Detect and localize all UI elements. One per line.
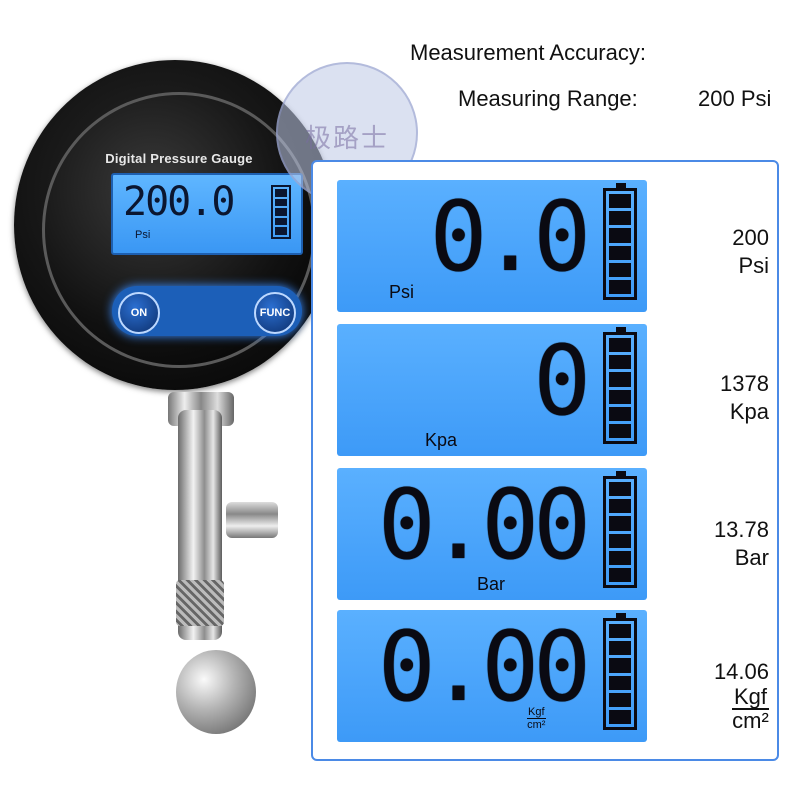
battery-icon [271, 185, 291, 239]
measuring-range-value: 200 Psi [698, 86, 772, 111]
battery-icon [603, 613, 637, 730]
lcd-kgf-unit: Kgf cm² [527, 706, 546, 731]
gauge-face-lcd: 200.0 Psi [111, 173, 303, 255]
gauge-on-button[interactable]: ON [118, 292, 160, 334]
max-kpa-unit: Kpa [729, 399, 769, 424]
unit-comparison-panel: 0.0 Psi 200 Psi 0 Kpa 1378 Kpa 0.00 Bar … [311, 160, 779, 761]
lcd-kpa-reading: 0 [533, 325, 591, 437]
bleed-valve [226, 502, 278, 538]
lcd-kgf-reading: 0.00 [377, 611, 591, 723]
lcd-bar-unit: Bar [477, 574, 506, 594]
lcd-kpa-unit: Kpa [425, 430, 458, 450]
max-kgf-unit-denominator: cm² [732, 708, 769, 733]
battery-icon [603, 327, 637, 444]
max-psi: 200 Psi [732, 224, 769, 280]
battery-icon [603, 183, 637, 300]
max-bar-value: 13.78 [713, 517, 769, 542]
watermark-text: 极路士 [304, 123, 389, 153]
max-psi-value: 200 [732, 225, 769, 250]
lcd-psi-reading: 0.0 [429, 181, 591, 293]
lcd-bar: 0.00 Bar [337, 468, 647, 600]
max-kgf-value: 14.06 [713, 659, 769, 684]
lcd-kgf-unit-numerator: Kgf [527, 706, 546, 719]
max-kgf: 14.06 Kgf cm² [714, 658, 769, 735]
gauge-func-button[interactable]: FUNC [254, 292, 296, 334]
air-chuck [176, 650, 256, 734]
max-bar: 13.78 Bar [714, 516, 769, 572]
measuring-range-label: Measuring Range: [458, 86, 638, 111]
lcd-kgf: 0.00 Kgf cm² [337, 610, 647, 742]
gauge-face-lcd-value: 200.0 [123, 179, 235, 225]
max-kpa: 1378 Kpa [720, 370, 769, 426]
lcd-bar-reading: 0.00 [377, 469, 591, 581]
gauge-face-lcd-unit: Psi [135, 229, 151, 241]
max-kpa-value: 1378 [720, 371, 769, 396]
max-kgf-unit: Kgf cm² [731, 684, 769, 733]
gauge-face-title: Digital Pressure Gauge [105, 151, 253, 166]
max-kgf-unit-numerator: Kgf [731, 684, 769, 710]
measurement-accuracy-label: Measurement Accuracy: [410, 40, 646, 65]
lcd-psi-unit: Psi [389, 282, 415, 302]
lcd-kpa: 0 Kpa [337, 324, 647, 456]
lcd-psi: 0.0 Psi [337, 180, 647, 312]
lcd-kgf-unit-denominator: cm² [527, 719, 546, 731]
knurled-grip [176, 580, 224, 626]
gauge-button-bar: ON FUNC [112, 286, 302, 336]
battery-icon [603, 471, 637, 588]
max-psi-unit: Psi [738, 253, 769, 278]
max-bar-unit: Bar [734, 545, 769, 570]
gauge-face: Digital Pressure Gauge 200.0 Psi [42, 92, 316, 368]
